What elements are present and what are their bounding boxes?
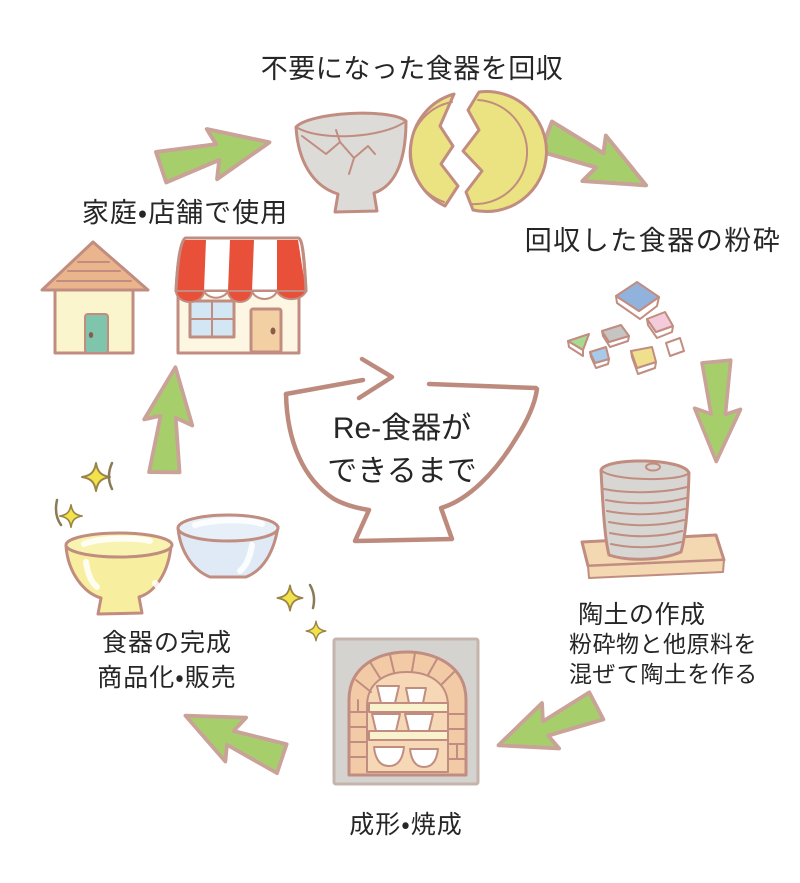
arrow-shape <box>183 713 289 776</box>
arrow-finished-to-use <box>142 365 195 475</box>
shop-awning <box>174 236 308 303</box>
shop-window-frame <box>189 300 235 338</box>
clay-top-rim-line <box>600 469 690 481</box>
diagram-center-title-line2: できるまで <box>327 455 477 488</box>
diagram-center-title: Re-食器が できるまで <box>297 407 507 493</box>
clay-top-hole <box>645 462 661 472</box>
cracked-bowl-illustration <box>294 111 408 214</box>
shard-white <box>665 337 685 357</box>
arrow-shape <box>538 119 649 188</box>
cracked-bowl-body <box>294 111 408 214</box>
clay-board-edge <box>587 559 725 579</box>
awning-red-stripe <box>277 240 306 291</box>
shard-yellow <box>630 346 657 369</box>
shard-lightblue <box>589 346 610 364</box>
step-label-use: 家庭・店舗で使用 <box>81 198 289 228</box>
awning-scallop-red <box>175 290 205 303</box>
step-note-clay-line2: 混ぜて陶土を作る <box>569 661 758 687</box>
blue-bowl-highlight <box>192 517 265 528</box>
finished-bowls-illustration <box>64 513 280 616</box>
house-roof <box>40 240 150 292</box>
step-label-finished: 食器の完成 商品化・販売 <box>48 626 286 696</box>
awning-red-stripe <box>176 240 206 291</box>
step-label-firing: 成形・焼成 <box>349 811 463 839</box>
arrow-firing-to-finished <box>183 713 289 776</box>
center-bowl-right-rim <box>426 381 539 391</box>
house-illustration <box>40 240 150 355</box>
house-door <box>84 313 109 354</box>
sparkles-lower-right <box>276 583 327 642</box>
center-bowl-cycle-arrowhead <box>356 356 395 401</box>
plate-right-rim-line <box>471 99 529 206</box>
step-note-clay-line1: 粉砕物と他原料を <box>569 631 757 657</box>
awning-outline <box>174 236 308 293</box>
step-label-finished-line2: 商品化・販売 <box>97 664 237 692</box>
center-bowl-left-rim <box>283 377 366 397</box>
shards-illustration <box>567 281 685 375</box>
arrow-shape <box>496 690 606 751</box>
sparkle-star <box>81 462 111 492</box>
step-label-clay: 陶土の作成 <box>578 601 706 629</box>
step-label-finished-line1: 食器の完成 <box>101 629 232 657</box>
cracked-bowl-rim-line <box>295 120 407 138</box>
kiln-shelf-bottom <box>368 730 449 741</box>
yellow-bowl-highlight <box>152 580 164 595</box>
shop-illustration <box>174 236 308 355</box>
arrow-shape <box>154 127 272 185</box>
shard-pink <box>646 311 674 333</box>
awning-red-stripe <box>228 240 254 291</box>
awning-scallop-red <box>276 290 307 301</box>
sparkle-swoosh <box>107 461 114 491</box>
awning-scallop-red <box>227 290 253 303</box>
clay-layer-lines <box>603 486 688 549</box>
arrow-crush-to-clay <box>692 358 743 464</box>
plate-left-rim-line <box>408 101 453 203</box>
sparkles-upper-left <box>54 461 114 529</box>
crack-line <box>301 135 376 159</box>
step-label-collect: 不要になった食器を回収 <box>260 54 564 84</box>
arrow-shape <box>142 365 195 475</box>
sparkle-swoosh <box>54 498 63 527</box>
diagram-center-title-line1: Re-食器が <box>332 412 472 445</box>
step-label-crush: 回収した食器の粉砕 <box>524 226 782 256</box>
kiln-vessels <box>371 685 439 768</box>
crack-branch-down <box>348 157 355 175</box>
sparkle-swoosh <box>308 583 316 610</box>
sparkle-star <box>58 503 84 529</box>
blue-bowl-highlight <box>237 542 255 574</box>
center-bowl-body-and-foot <box>283 386 540 544</box>
house-door-knob <box>88 332 94 338</box>
plate-left-piece <box>409 92 460 208</box>
clay-block-illustration <box>580 459 726 579</box>
crack-branch-up <box>335 129 341 143</box>
shard-green <box>567 333 590 351</box>
yellow-bowl-highlight <box>83 559 100 590</box>
arrow-clay-to-firing <box>496 690 606 751</box>
kiln-brick-joint-lines <box>348 652 467 760</box>
plate-right-piece <box>461 90 548 214</box>
sparkle-star <box>276 584 304 612</box>
arrow-collect-to-crush <box>538 119 649 188</box>
step-note-clay: 粉砕物と他原料を 混ぜて陶土を作る <box>569 629 758 689</box>
yellow-bowl-highlight <box>81 535 153 547</box>
kiln-shelf-top <box>368 702 449 713</box>
sparkle-star <box>305 620 327 642</box>
broken-plate-illustration <box>408 90 548 214</box>
shop-door-knob <box>270 327 276 335</box>
arrow-shape <box>692 358 743 464</box>
shard-gray <box>601 324 630 343</box>
shard-blue <box>615 281 660 312</box>
center-bowl-outline <box>283 356 540 544</box>
arrow-use-to-collect <box>154 127 272 185</box>
kiln-illustration <box>332 637 480 786</box>
shop-door <box>249 307 283 354</box>
